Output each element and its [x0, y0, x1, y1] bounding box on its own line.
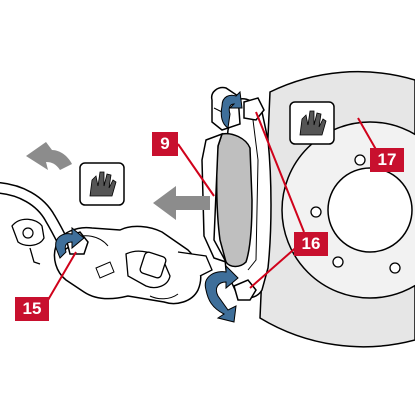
- brake-disc: [259, 70, 415, 348]
- wheel-bolt-hole: [332, 256, 344, 268]
- callout-17: 17: [370, 148, 404, 172]
- direction-arrow-icon: [153, 186, 210, 220]
- direction-arrow-icon: [26, 142, 72, 170]
- guide-bolt-upper: [243, 97, 265, 121]
- rotation-arrow-icon: [204, 264, 239, 323]
- gloved-hand-icon: [289, 101, 335, 145]
- brake-pad: [201, 132, 253, 268]
- guide-bolt-lower: [233, 279, 257, 301]
- rotation-arrow-icon: [55, 226, 85, 259]
- rotation-arrow-icon: [220, 90, 243, 129]
- hub-center-bore: [327, 167, 413, 253]
- caliper-body: [53, 225, 213, 305]
- callout-15: 15: [15, 297, 49, 321]
- bleed-screw: [139, 251, 167, 279]
- wheel-bolt-hole: [389, 262, 401, 274]
- wheel-bolt-hole: [310, 206, 322, 218]
- gloved-hand-icon: [79, 162, 125, 206]
- callout-9: 9: [152, 132, 178, 156]
- wheel-bolt-hole: [354, 154, 366, 166]
- callout-16: 16: [294, 232, 328, 256]
